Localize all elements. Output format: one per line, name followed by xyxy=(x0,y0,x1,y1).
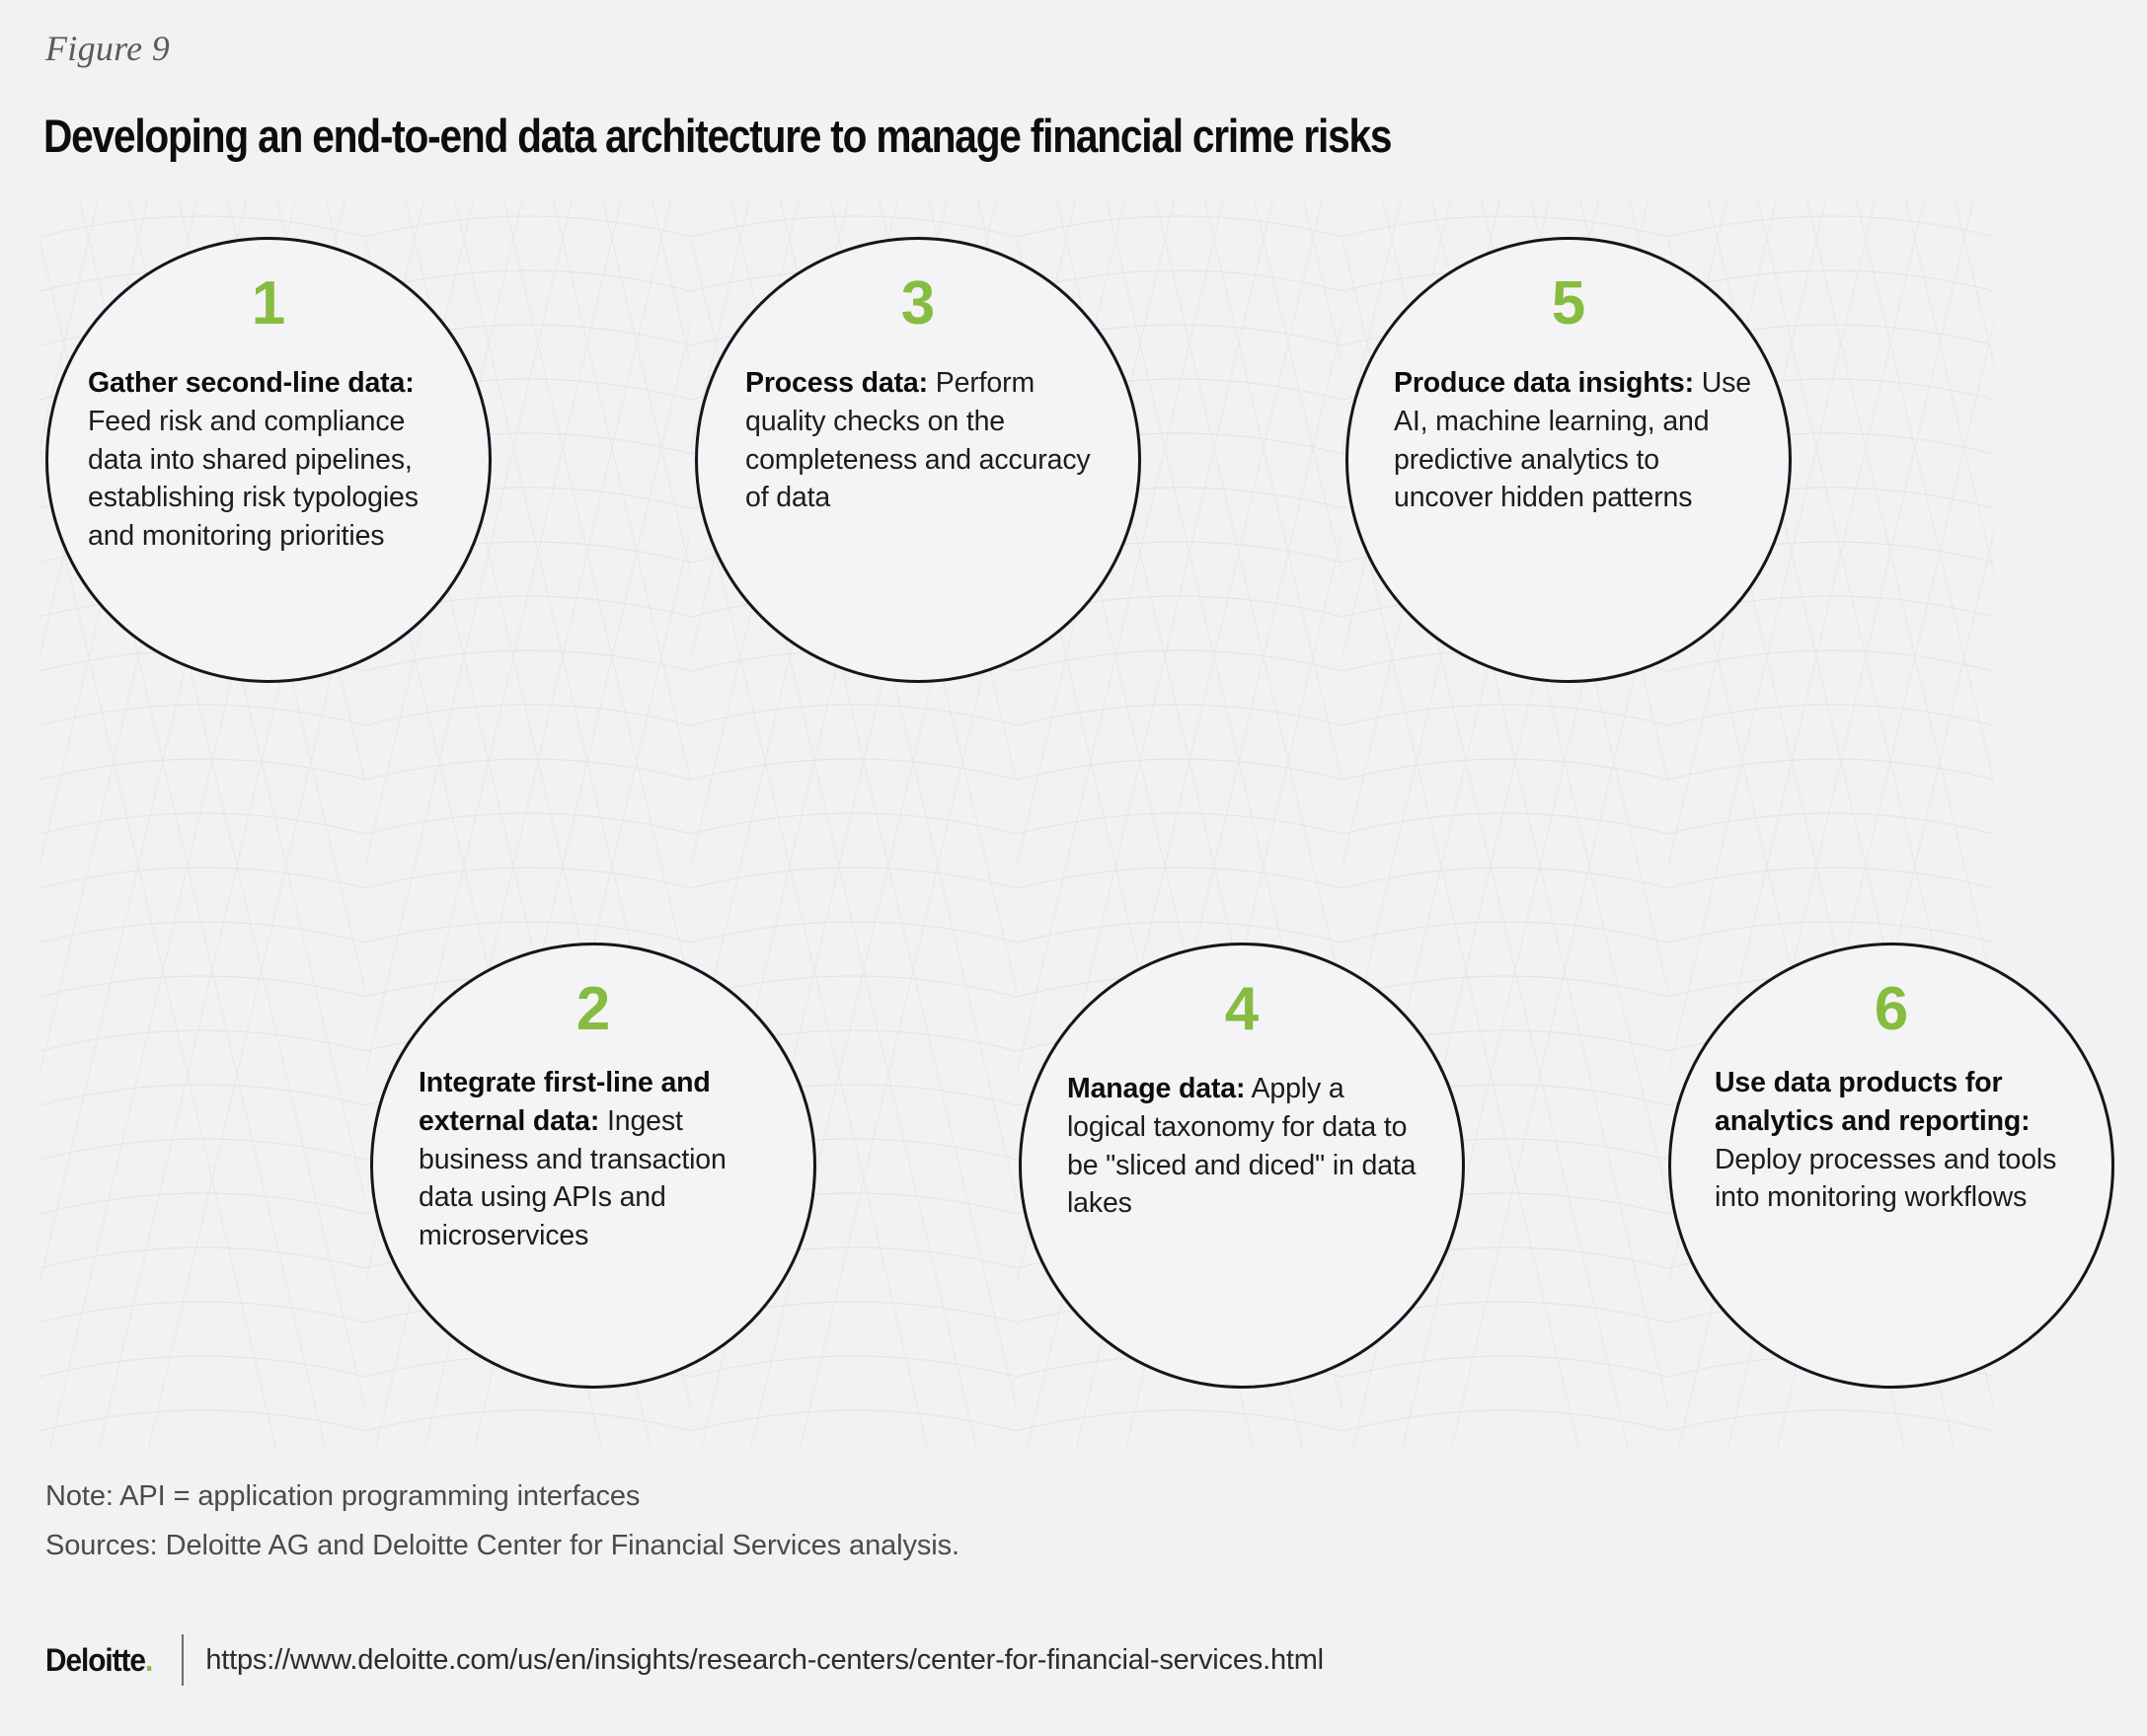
step-lead-6: Use data products for analytics and repo… xyxy=(1715,1067,2031,1137)
step-circle-4[interactable]: 4 Manage data: Apply a logical taxonomy … xyxy=(1019,943,1465,1389)
deloitte-logo: Deloitte. xyxy=(45,1641,153,1679)
step-number-5: 5 xyxy=(1551,269,1586,338)
step-number-3: 3 xyxy=(900,269,936,338)
step-number-2: 2 xyxy=(575,975,611,1043)
step-detail-3: Perform quality checks on the completene… xyxy=(745,367,1091,514)
step-number-4: 4 xyxy=(1224,975,1260,1043)
step-text-2: Integrate first-line and external data: … xyxy=(419,1064,780,1255)
figure-label: Figure 9 xyxy=(45,29,171,68)
step-circle-6[interactable]: 6 Use data products for analytics and re… xyxy=(1668,943,2114,1389)
step-text-1: Gather second-line data: Feed risk and c… xyxy=(88,364,459,556)
page-title: Developing an end-to-end data architectu… xyxy=(43,110,1393,162)
deloitte-logo-dot: . xyxy=(144,1641,153,1678)
footnotes: Note: API = application programming inte… xyxy=(45,1480,959,1579)
step-text-6: Use data products for analytics and repo… xyxy=(1715,1064,2086,1217)
step-text-5: Produce data insights: Use AI, machine l… xyxy=(1394,364,1763,517)
step-text-4: Manage data: Apply a logical taxonomy fo… xyxy=(1067,1070,1426,1223)
step-circle-1[interactable]: 1 Gather second-line data: Feed risk and… xyxy=(45,237,492,683)
step-detail-6: Deploy processes and tools into monitori… xyxy=(1715,1143,2057,1214)
deloitte-logo-text: Deloitte xyxy=(45,1641,146,1678)
step-lead-2: Integrate first-line and external data: xyxy=(419,1067,711,1137)
step-detail-5: Use AI, machine learning, and predictive… xyxy=(1394,367,1751,514)
step-number-1: 1 xyxy=(251,269,286,338)
step-lead-3: Process data: xyxy=(745,367,928,399)
step-circle-3[interactable]: 3 Process data: Perform quality checks o… xyxy=(695,237,1141,683)
step-circle-2[interactable]: 2 Integrate first-line and external data… xyxy=(370,943,816,1389)
step-detail-2: Ingest business and transaction data usi… xyxy=(419,1104,727,1251)
sources-text: Sources: Deloitte AG and Deloitte Center… xyxy=(45,1530,959,1561)
step-lead-1: Gather second-line data: xyxy=(88,367,415,399)
source-url-link[interactable]: https://www.deloitte.com/us/en/insights/… xyxy=(205,1643,1324,1676)
vertical-divider xyxy=(182,1634,185,1686)
step-detail-1: Feed risk and compliance data into share… xyxy=(88,405,419,552)
step-lead-4: Manage data: xyxy=(1067,1073,1246,1104)
step-text-3: Process data: Perform quality checks on … xyxy=(745,364,1103,517)
step-detail-4: Apply a logical taxonomy for data to be … xyxy=(1067,1073,1417,1220)
source-bar: Deloitte. https://www.deloitte.com/us/en… xyxy=(45,1632,1324,1688)
step-lead-5: Produce data insights: xyxy=(1394,367,1694,399)
step-circle-5[interactable]: 5 Produce data insights: Use AI, machine… xyxy=(1345,237,1792,683)
note-text: Note: API = application programming inte… xyxy=(45,1480,641,1512)
step-number-6: 6 xyxy=(1874,975,1909,1043)
